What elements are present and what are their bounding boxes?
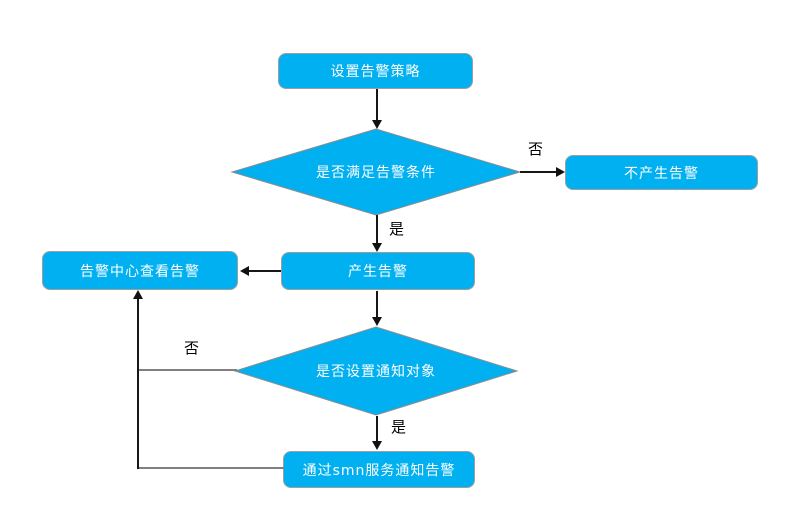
node-set-alarm-policy: 设置告警策略 xyxy=(278,53,473,89)
diamond-shape xyxy=(233,326,519,416)
connector-return-to-view-alarm xyxy=(137,299,139,469)
connector-generate-to-notify-check xyxy=(376,291,378,319)
node-notify-alarm-via-smn: 通过smn服务通知告警 xyxy=(283,451,475,488)
arrowhead-left-icon xyxy=(240,266,249,276)
node-view-alarm-in-alarm-center: 告警中心查看告警 xyxy=(42,251,238,290)
arrowhead-right-icon xyxy=(556,167,565,177)
connector-condition-to-no-alarm xyxy=(520,171,558,173)
node-generate-alarm: 产生告警 xyxy=(281,252,475,290)
decision-alarm-condition-met: 是否满足告警条件 xyxy=(230,128,522,216)
connector-notify-check-no-branch xyxy=(138,369,237,371)
diamond-shape xyxy=(230,128,522,216)
arrowhead-down-icon xyxy=(372,441,382,450)
edge-label-condition-no: 否 xyxy=(528,140,544,158)
edge-label-notify-yes: 是 xyxy=(391,418,407,436)
decision-notification-object-set: 是否设置通知对象 xyxy=(233,326,519,416)
arrowhead-down-icon xyxy=(372,243,382,252)
edge-label-condition-yes: 是 xyxy=(389,220,405,238)
node-no-alarm-generated: 不产生告警 xyxy=(565,155,758,190)
connector-notify-check-to-smn xyxy=(376,416,378,443)
connector-generate-to-view xyxy=(249,270,281,272)
arrowhead-down-icon xyxy=(372,317,382,326)
connector-condition-to-generate xyxy=(376,215,378,245)
arrowhead-down-icon xyxy=(372,120,382,129)
arrowhead-up-icon xyxy=(133,290,143,299)
connector-policy-to-condition xyxy=(376,89,378,122)
edge-label-notify-no: 否 xyxy=(184,339,200,357)
connector-smn-return-branch xyxy=(138,467,284,469)
